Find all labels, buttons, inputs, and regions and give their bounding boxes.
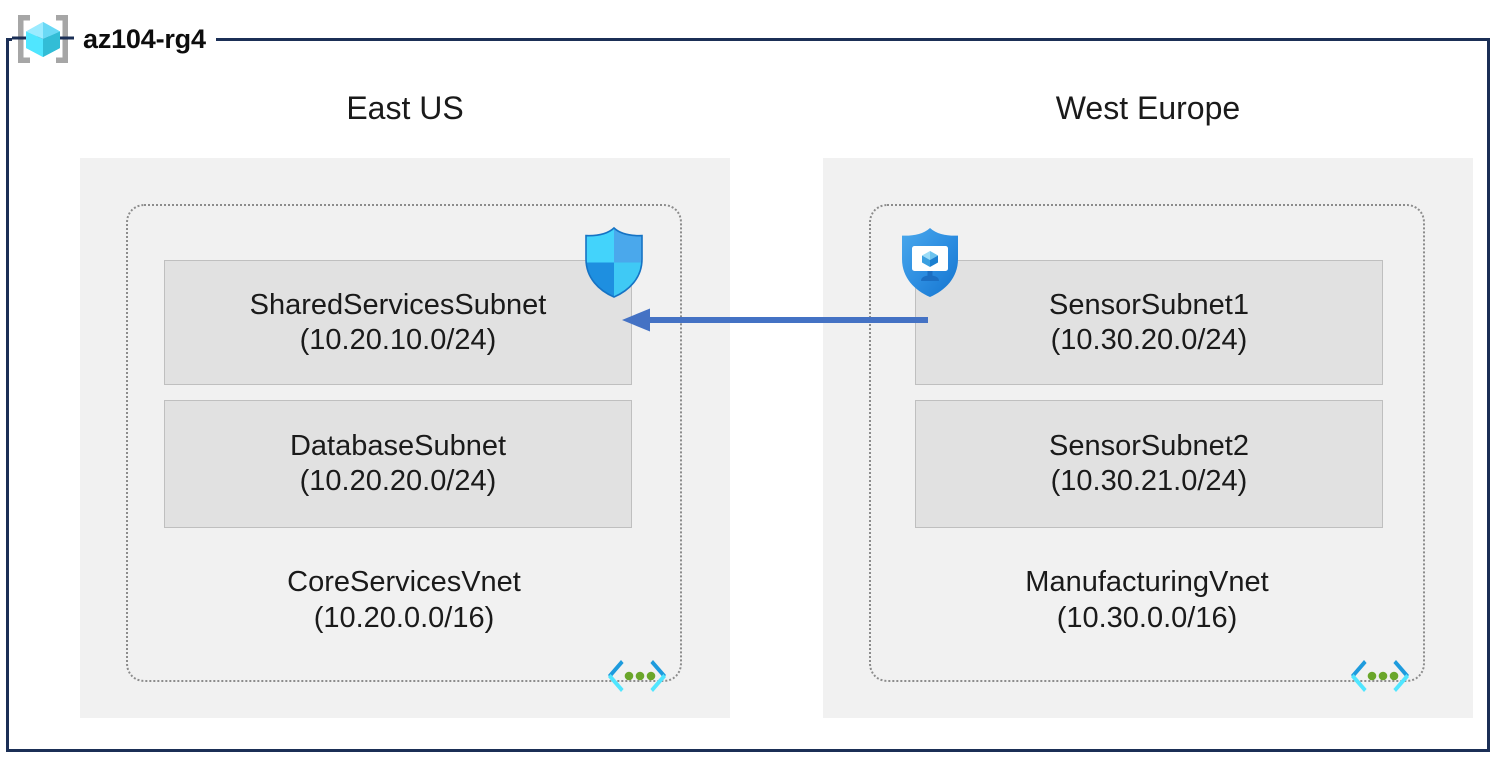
subnet-cidr: (10.20.10.0/24) bbox=[299, 323, 497, 356]
resource-group-name: az104-rg4 bbox=[83, 23, 206, 54]
subnet-name: SensorSubnet1 bbox=[1049, 288, 1249, 321]
subnet-cidr: (10.30.21.0/24) bbox=[1050, 465, 1248, 497]
subnet-databasesubnet[interactable]: DatabaseSubnet (10.20.20.0/24) bbox=[164, 400, 632, 528]
vnet-label-coreservicesvnet: CoreServicesVnet (10.20.0.0/16) bbox=[128, 565, 680, 636]
region-title-east-us: East US bbox=[346, 90, 464, 126]
resource-group-frame bbox=[6, 38, 1490, 752]
region-title-west-europe: West Europe bbox=[1055, 90, 1241, 126]
subnet-sensorsubnet1[interactable]: SensorSubnet1 (10.30.20.0/24) bbox=[915, 260, 1383, 385]
subnet-name: SharedServicesSubnet bbox=[249, 288, 547, 321]
subnet-cidr: (10.20.20.0/24) bbox=[299, 465, 497, 497]
vnet-icon bbox=[1351, 660, 1409, 692]
subnet-sharedservicessubnet[interactable]: SharedServicesSubnet (10.20.10.0/24) bbox=[164, 260, 632, 385]
vnet-coreservicesvnet[interactable]: CoreServicesVnet (10.20.0.0/16) bbox=[126, 204, 682, 692]
resource-group-cube-icon bbox=[12, 15, 74, 63]
vnet-manufacturingvnet[interactable]: ManufacturingVnet (10.30.0.0/16) bbox=[869, 204, 1425, 692]
subnet-name: DatabaseSubnet bbox=[289, 430, 507, 463]
vnet-icon bbox=[608, 660, 666, 692]
vnet-peering-arrow bbox=[622, 308, 928, 332]
vnet-name: ManufacturingVnet bbox=[1025, 566, 1269, 599]
resource-group-header[interactable]: az104-rg4 bbox=[12, 15, 216, 63]
vnet-name: CoreServicesVnet bbox=[287, 566, 521, 599]
subnet-sensorsubnet2[interactable]: SensorSubnet2 (10.30.21.0/24) bbox=[915, 400, 1383, 528]
subnet-name: SensorSubnet2 bbox=[1049, 430, 1249, 463]
network-security-group-shield-icon bbox=[585, 226, 643, 298]
vnet-label-manufacturingvnet: ManufacturingVnet (10.30.0.0/16) bbox=[871, 565, 1423, 636]
application-security-group-shield-monitor-icon bbox=[902, 228, 958, 297]
vnet-cidr: (10.20.0.0/16) bbox=[313, 601, 495, 634]
subnet-cidr: (10.30.20.0/24) bbox=[1050, 323, 1248, 356]
vnet-cidr: (10.30.0.0/16) bbox=[1056, 601, 1238, 634]
